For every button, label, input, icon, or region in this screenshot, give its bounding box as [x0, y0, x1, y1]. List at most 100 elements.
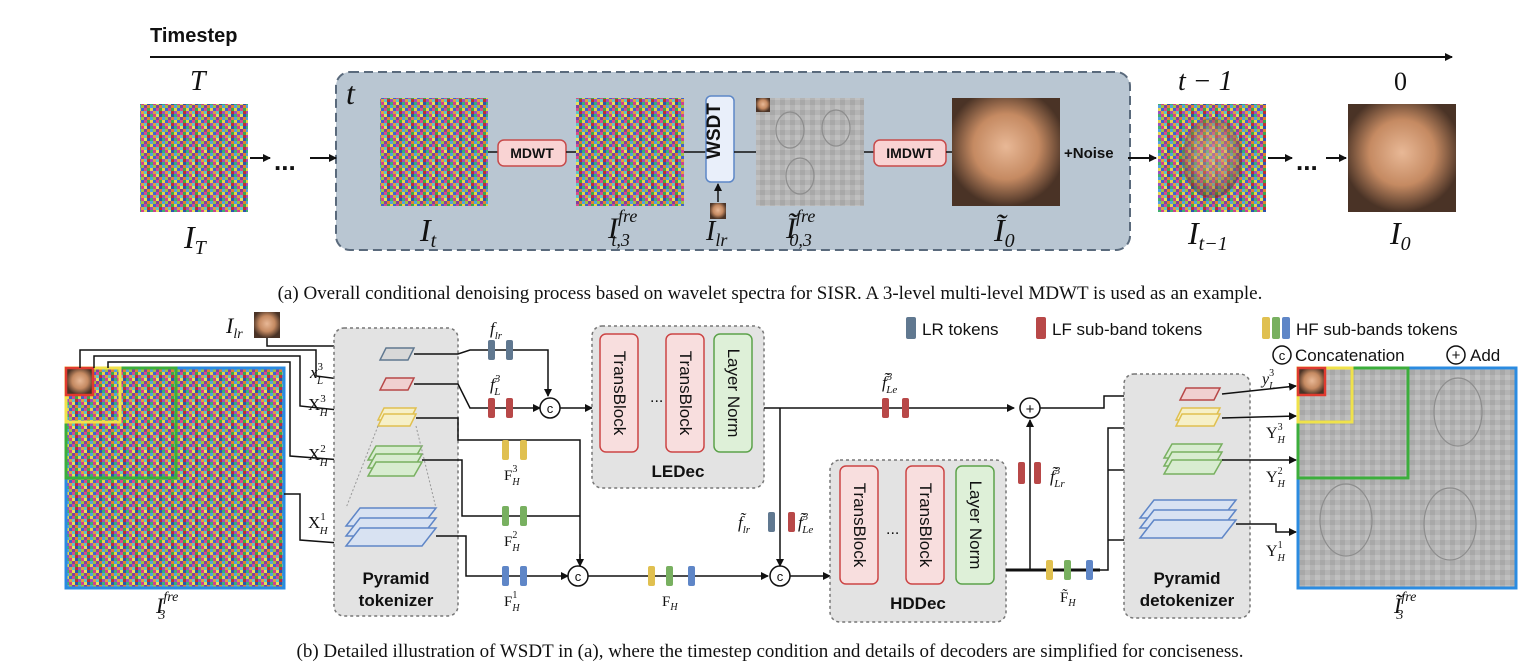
label-I-t: It [419, 212, 437, 252]
token-FH-blue [688, 566, 695, 586]
tok-guide-left [345, 425, 379, 509]
caption-a: (a) Overall conditional denoising proces… [278, 283, 1263, 304]
ledec-transblock-1 [599, 333, 639, 453]
label-I-T: IT [183, 219, 208, 259]
tok-layer-lf [378, 377, 416, 391]
token-fLe3-tilde [788, 512, 795, 532]
ellipsis-left: ... [274, 146, 296, 176]
label-I-tm1: It−1 [1187, 215, 1228, 255]
ledec-title: LEDec [652, 462, 705, 481]
noise-image-IT [140, 104, 248, 212]
legend-add-symbol: + [1452, 347, 1461, 364]
legend-add-icon [1446, 345, 1466, 365]
lr-thumbnail-top [710, 203, 726, 219]
wire-XH1 [284, 493, 353, 548]
label-FH: FH [662, 594, 678, 613]
label-flr-tilde: f̃lr [738, 513, 751, 536]
token-flr-2 [506, 340, 513, 360]
input-lf-thumbnail [67, 369, 93, 395]
add-node-symbol: + [1026, 401, 1035, 418]
ledec-layernorm [713, 333, 753, 453]
pyramid-detokenizer-title-1: Pyramid [1153, 569, 1220, 588]
concat-node-2-symbol: c [575, 569, 582, 584]
out-face-outline-1 [1433, 377, 1483, 447]
freq-face-outline-2 [821, 109, 851, 147]
face-image-I0 [1348, 104, 1456, 212]
output-lf-thumbnail [1299, 369, 1325, 395]
legend-lr-token-swatch [906, 317, 916, 339]
pyramid-detokenizer-module [1123, 373, 1251, 619]
label-FH-tilde: F̃H [1060, 589, 1076, 609]
lr-thumbnail-bottom [254, 312, 280, 338]
token-flr-1 [488, 340, 495, 360]
token-fLr3-2 [1034, 462, 1041, 484]
token-FH2-2 [520, 506, 527, 526]
label-I-lr-bottom: Ilr [225, 313, 243, 342]
detok-layer-h3b [1174, 413, 1222, 427]
token-FH-green [666, 566, 673, 586]
pyramid-detokenizer-title-2: detokenizer [1140, 591, 1235, 610]
hddec-title: HDDec [890, 594, 946, 613]
token-fL3-1 [488, 398, 495, 418]
mdwt-op-box [497, 139, 567, 167]
time-t-minus-1-label: t − 1 [1178, 66, 1233, 97]
freq-face-outline-1 [775, 111, 805, 149]
wire-out-YH3 [1221, 412, 1297, 421]
label-I-lr-top: Ilr [705, 216, 728, 250]
wire-FH3 [416, 417, 581, 566]
ledec-transblock-2 [665, 333, 705, 453]
wire-flr-concat [414, 349, 552, 397]
wire-fL3-concat [414, 383, 541, 412]
legend-concat-icon [1272, 345, 1292, 365]
timestep-label: Timestep [150, 25, 237, 47]
hddec-layernorm-label: Layer Norm [966, 481, 985, 570]
wire-out-YH1 [1236, 523, 1297, 536]
pyramid-tokenizer-title-2: tokenizer [359, 591, 434, 610]
concat-node-1-symbol: c [547, 401, 554, 416]
legend-hf-swatch-yellow [1262, 317, 1270, 339]
pyramid-tokenizer-title-1: Pyramid [362, 569, 429, 588]
legend-lr-tokens: LR tokens [922, 320, 999, 339]
hddec-transblock-1-label: TransBlock [850, 483, 869, 568]
wsdt-op-label: WSDT [704, 103, 725, 159]
label-flr: flr [490, 319, 503, 342]
freq-corner-face [756, 98, 770, 112]
output-frame-red [1296, 366, 1327, 397]
imdwt-op-label: IMDWT [886, 145, 934, 161]
hddec-layernorm [955, 465, 995, 585]
tok-layer-h1c [344, 527, 438, 547]
hddec-transblock-2-label: TransBlock [916, 483, 935, 568]
detok-layer-h2c [1162, 459, 1224, 475]
token-fL3-2 [506, 398, 513, 418]
freq-image-I03fre [756, 98, 864, 206]
ledec-transblock-2-label: TransBlock [676, 351, 695, 436]
wire-FH1 [436, 535, 569, 580]
mdwt-op-label: MDWT [510, 145, 554, 161]
caption-b: (b) Detailed illustration of WSDT in (a)… [297, 641, 1244, 662]
wire-XH3 [93, 355, 377, 418]
legend-concat-symbol: c [1279, 348, 1286, 363]
token-flr-tilde [768, 512, 775, 532]
legend-lf-token-swatch [1036, 317, 1046, 339]
out-face-outline-2 [1319, 483, 1373, 557]
hddec-dots: ... [886, 521, 899, 538]
hddec-transblock-2 [905, 465, 945, 585]
time-t-label: t [346, 75, 356, 111]
legend-concat-label: Concatenation [1295, 346, 1405, 365]
